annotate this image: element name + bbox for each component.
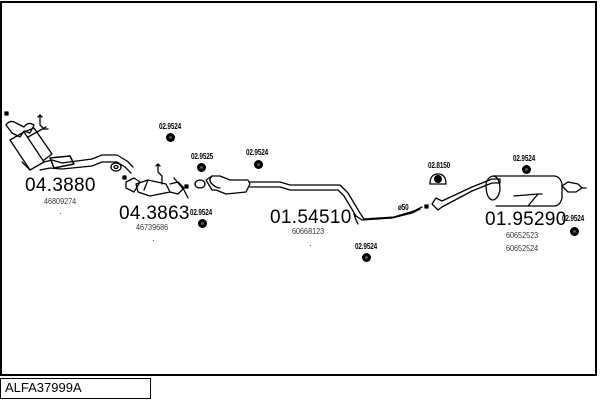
catalytic-front-drawing (4, 111, 134, 174)
rubber-hanger-icon (522, 165, 531, 174)
accessory-part-number: 02.9524 (513, 154, 536, 163)
clamp-icon (429, 173, 447, 185)
accessory-part-number: 02.9524 (562, 214, 585, 223)
dot (60, 213, 61, 214)
oem-number: 46809274 (44, 196, 77, 206)
rubber-hanger-icon (362, 253, 371, 262)
middle-silencer-drawing (205, 175, 429, 225)
accessory-part-number: 02.9524 (246, 148, 269, 157)
diagram-frame (0, 1, 597, 376)
part-number-04-3880: 04.3880 (25, 175, 96, 196)
diagram-code: ALFA37999A (0, 378, 151, 399)
rubber-hanger-icon (570, 227, 579, 236)
part-number-01-54510: 01.54510 (270, 207, 352, 228)
rubber-hanger-icon (198, 219, 207, 228)
rubber-hanger-icon (254, 160, 263, 169)
accessory-part-number: 02.8150 (428, 161, 451, 170)
oem-number: 46739686 (136, 222, 169, 232)
pipe-diameter-label: ø50 (398, 203, 409, 212)
oem-number: 60652523 (506, 230, 539, 240)
oem-number: 60652524 (506, 243, 539, 253)
part-number-01-95290: 01.95290 (485, 209, 567, 230)
dot (310, 245, 311, 246)
rear-silencer-drawing (431, 175, 587, 211)
catalytic-second-drawing (122, 163, 206, 199)
rubber-hanger-icon (166, 133, 175, 142)
oem-number: 60668123 (292, 226, 325, 236)
accessory-part-number: 02.9524 (159, 122, 182, 131)
rubber-hanger-icon (197, 163, 206, 172)
part-number-04-3863: 04.3863 (119, 203, 190, 224)
dot (153, 240, 154, 241)
accessory-part-number: 02.9524 (190, 208, 213, 217)
accessory-part-number: 02.9525 (191, 152, 214, 161)
accessory-part-number: 02.9524 (355, 242, 378, 251)
